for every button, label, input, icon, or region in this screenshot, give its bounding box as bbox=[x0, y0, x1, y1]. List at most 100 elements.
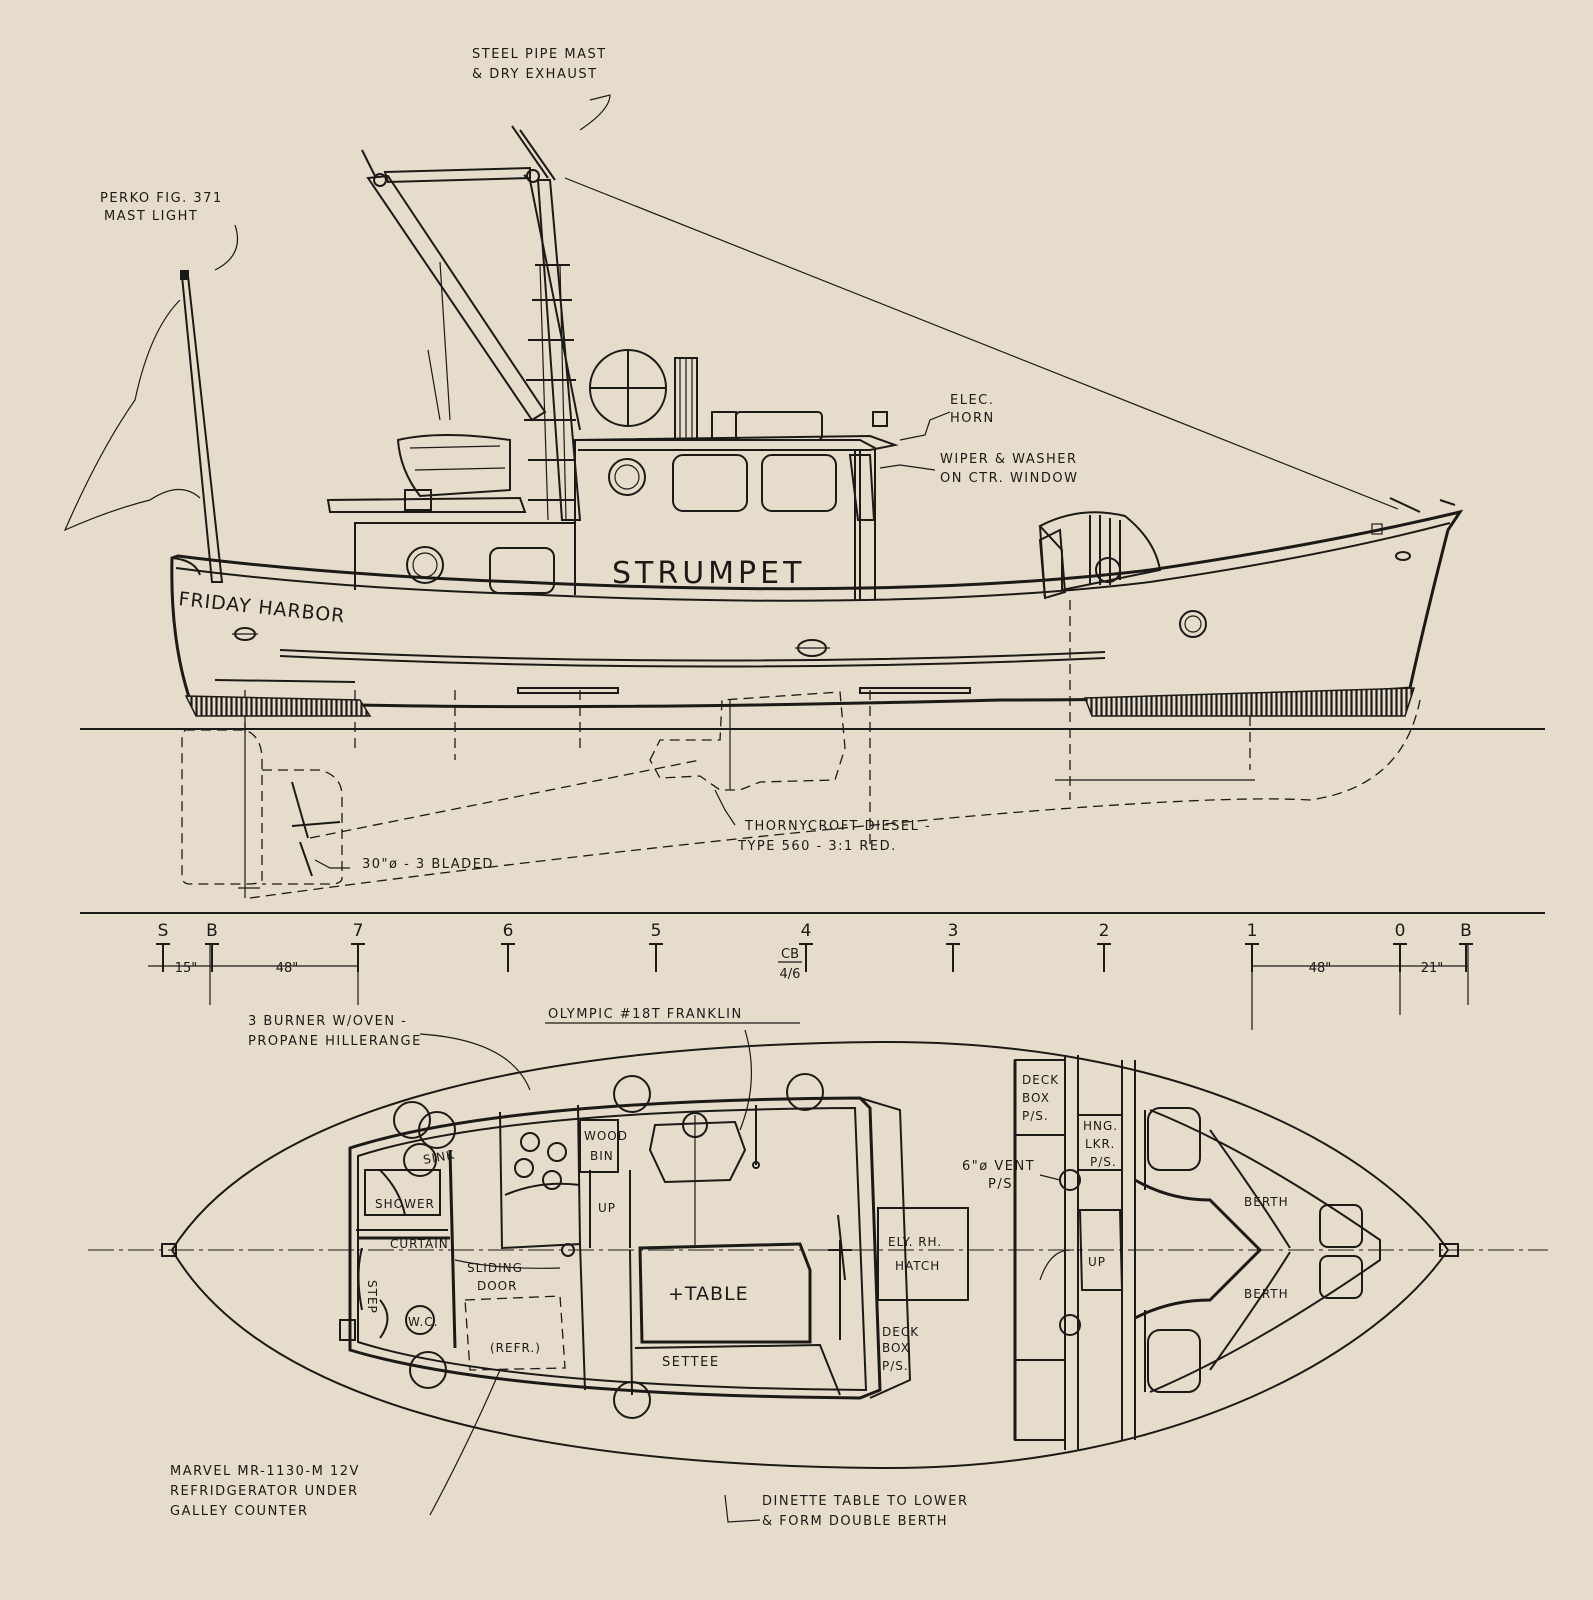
note-engine-2: TYPE 560 - 3:1 RED. bbox=[737, 839, 897, 854]
prop-shaft bbox=[309, 759, 701, 839]
v-berth bbox=[1134, 1178, 1263, 1320]
skeg-outline bbox=[262, 769, 343, 885]
mizzen-mast bbox=[63, 270, 224, 583]
home-port: FRIDAY HARBOR bbox=[177, 588, 346, 627]
note-mast-2: & DRY EXHAUST bbox=[472, 67, 598, 82]
station-label: 2 bbox=[1099, 921, 1110, 941]
franklin-stove bbox=[648, 1120, 747, 1184]
hull-name: STRUMPET bbox=[612, 556, 805, 591]
room-wc: W.C. bbox=[408, 1315, 439, 1329]
hull-portholes bbox=[232, 551, 1411, 657]
room-deck-box-aft-1: DECK bbox=[1022, 1073, 1059, 1087]
room-deck-box-fwd-3: P/S. bbox=[882, 1359, 909, 1373]
note-wiper-1: WIPER & WASHER bbox=[940, 452, 1078, 467]
room-deck-box-fwd-2: BOX bbox=[882, 1341, 910, 1355]
cb-value: 4/6 bbox=[780, 967, 801, 982]
engine-outline bbox=[649, 691, 846, 791]
station-tick bbox=[1097, 943, 1111, 972]
room-berth-lower: BERTH bbox=[1244, 1287, 1289, 1301]
room-deck-box-aft-2: BOX bbox=[1022, 1091, 1050, 1105]
room-wood-bin-1: WOOD bbox=[584, 1129, 628, 1143]
station-tick bbox=[649, 943, 663, 972]
room-sliding-door-1: SLIDING bbox=[467, 1261, 523, 1275]
dinette-table bbox=[638, 1242, 812, 1344]
note-fridge-3: GALLEY COUNTER bbox=[170, 1504, 308, 1519]
note-fridge-1: MARVEL MR-1130-M 12V bbox=[170, 1464, 360, 1479]
note-dinette-1: DINETTE TABLE TO LOWER bbox=[762, 1494, 969, 1509]
dim-15: 15" bbox=[175, 961, 198, 976]
station-label: B bbox=[206, 921, 218, 941]
station-label: 5 bbox=[651, 921, 662, 941]
room-hatch-1: ELY. RH. bbox=[888, 1235, 942, 1249]
note-range-2: PROPANE HILLERANGE bbox=[248, 1034, 422, 1049]
station-label: 3 bbox=[948, 921, 959, 941]
room-hng-lkr-1: HNG. bbox=[1083, 1119, 1118, 1133]
dim-21: 21" bbox=[1421, 961, 1444, 976]
station-tick bbox=[156, 943, 170, 972]
boot-top-aft bbox=[184, 695, 372, 717]
room-deck-box-fwd-1: DECK bbox=[882, 1325, 919, 1339]
room-hng-lkr-2: LKR. bbox=[1085, 1137, 1115, 1151]
room-sliding-door-2: DOOR bbox=[477, 1279, 517, 1293]
profile-notes: STEEL PIPE MAST & DRY EXHAUST PERKO FIG.… bbox=[100, 47, 1078, 872]
room-berth-upper: BERTH bbox=[1244, 1195, 1289, 1209]
note-mast-light-2: MAST LIGHT bbox=[104, 209, 198, 224]
note-vent-2: P/S bbox=[988, 1177, 1013, 1192]
note-mast-light-1: PERKO FIG. 371 bbox=[100, 191, 223, 206]
note-engine-1: THORNYCROFT DIESEL - bbox=[744, 819, 931, 834]
note-dinette-2: & FORM DOUBLE BERTH bbox=[762, 1514, 948, 1529]
station-label: B bbox=[1460, 921, 1472, 941]
room-hatch-2: HATCH bbox=[895, 1259, 940, 1273]
note-range-1: 3 BURNER W/OVEN - bbox=[248, 1014, 407, 1029]
dim-48-fwd: 48" bbox=[1309, 961, 1332, 976]
note-mast-1: STEEL PIPE MAST bbox=[472, 47, 607, 62]
note-stove: OLYMPIC #18T FRANKLIN bbox=[548, 1007, 743, 1022]
dim-48-aft: 48" bbox=[276, 961, 299, 976]
note-vent-1: 6"ø VENT bbox=[962, 1159, 1035, 1174]
room-sink: SINK bbox=[422, 1148, 456, 1167]
room-settee: SETTEE bbox=[662, 1355, 720, 1370]
propeller bbox=[291, 781, 341, 877]
station-tick bbox=[205, 943, 219, 972]
keel-profile bbox=[249, 699, 1421, 899]
station-label: 1 bbox=[1247, 921, 1258, 941]
station-tick bbox=[799, 943, 813, 972]
forestay bbox=[564, 177, 1399, 510]
cb-label: CB bbox=[781, 947, 799, 962]
station-label: S bbox=[158, 921, 169, 941]
room-curtain: CURTAIN bbox=[390, 1237, 449, 1251]
station-label: 0 bbox=[1395, 921, 1406, 941]
profile-station-lines bbox=[244, 600, 1255, 845]
cabin-outline bbox=[348, 1096, 882, 1400]
rub-rail bbox=[175, 522, 1451, 602]
room-shower: SHOWER bbox=[375, 1197, 435, 1211]
room-step: STEP bbox=[365, 1280, 379, 1314]
room-up-fwd: UP bbox=[1088, 1255, 1106, 1269]
station-tick bbox=[946, 943, 960, 972]
station-tick bbox=[501, 943, 515, 972]
station-label: 4 bbox=[801, 921, 812, 941]
plan-labels: SINK SHOWER CURTAIN STEP W.C. SLIDING DO… bbox=[365, 1073, 1289, 1373]
rudder-outline bbox=[181, 729, 263, 885]
note-fridge-2: REFRIDGERATOR UNDER bbox=[170, 1484, 359, 1499]
room-wood-bin-2: BIN bbox=[590, 1149, 614, 1163]
room-refr: (REFR.) bbox=[490, 1341, 541, 1355]
station-scale: S B 7 6 5 4 3 2 1 0 B 15" 48" 48" 21" CB 4/6 bbox=[80, 912, 1545, 1030]
boot-top-fwd bbox=[1083, 687, 1416, 717]
hull-side bbox=[170, 509, 1464, 709]
plan-view bbox=[88, 1029, 1548, 1523]
room-table: +TABLE bbox=[668, 1283, 749, 1305]
room-hng-lkr-3: P/S. bbox=[1090, 1155, 1117, 1169]
room-up-aft: UP bbox=[598, 1201, 616, 1215]
room-deck-box-aft-3: P/S. bbox=[1022, 1109, 1049, 1123]
deckhouse bbox=[326, 349, 899, 600]
plan-notes: 3 BURNER W/OVEN - PROPANE HILLERANGE OLY… bbox=[170, 1007, 1035, 1529]
station-label: 7 bbox=[353, 921, 364, 941]
station-label: 6 bbox=[503, 921, 514, 941]
note-prop: 30"ø - 3 BLADED bbox=[362, 857, 494, 872]
note-horn-2: HORN bbox=[950, 411, 995, 426]
note-wiper-2: ON CTR. WINDOW bbox=[940, 471, 1078, 486]
main-mast bbox=[361, 125, 1456, 521]
station-tick bbox=[1459, 943, 1473, 972]
